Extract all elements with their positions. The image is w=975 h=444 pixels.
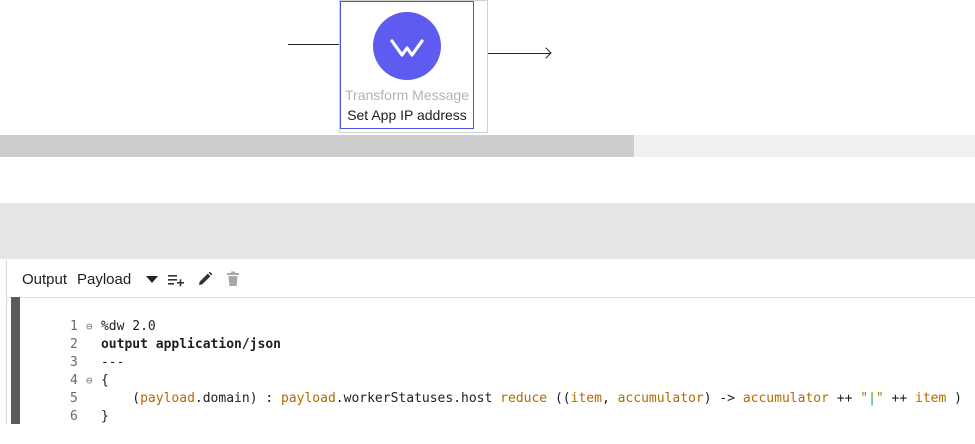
line-number: 4 <box>69 373 78 388</box>
line-number: 5 <box>69 391 78 406</box>
editor-gutter-marker <box>11 297 20 424</box>
fold-toggle-icon[interactable]: ⊖ <box>85 374 93 387</box>
flow-canvas[interactable]: Transform Message Set App IP address <box>0 0 975 135</box>
code-token: accumulator <box>742 391 829 406</box>
code-line: 4 ⊖ { <box>23 354 962 388</box>
add-list-icon[interactable] <box>167 270 185 288</box>
node-container <box>339 0 488 133</box>
panel-divider[interactable] <box>0 203 975 259</box>
outgoing-arrowhead <box>540 47 552 59</box>
code-token: accumulator <box>617 391 704 406</box>
code-token: item <box>570 391 602 406</box>
code-line: 6} <box>23 390 962 424</box>
code-token: | <box>868 391 876 406</box>
node-type-label: Transform Message <box>345 87 469 103</box>
line-number: 2 <box>69 337 78 352</box>
output-label: Output <box>22 271 68 288</box>
code-token: ) -> <box>703 391 743 406</box>
line-number: 3 <box>69 355 78 370</box>
edit-pencil-icon[interactable] <box>196 270 214 288</box>
code-token: " <box>875 391 884 406</box>
fold-toggle-icon[interactable]: ⊖ <box>85 320 93 333</box>
code-text: } <box>100 409 109 424</box>
code-token: ) <box>946 391 962 406</box>
code-line: 2 output application/json <box>23 318 962 352</box>
outgoing-connector <box>488 53 550 54</box>
code-token: ++ <box>828 391 861 406</box>
scrollbar-thumb[interactable] <box>0 135 634 157</box>
code-token: payload <box>140 391 195 406</box>
line-number: 6 <box>69 409 78 424</box>
code-token: (( <box>547 391 571 406</box>
code-token: item <box>915 391 947 406</box>
incoming-connector <box>288 44 364 45</box>
code-line: 5 (payload.domain) : payload.workerStatu… <box>23 372 962 406</box>
line-number: 1 <box>69 319 78 334</box>
code-token: payload <box>281 391 336 406</box>
code-line: 1 ⊖ %dw 2.0 <box>23 300 962 334</box>
code-text: %dw 2.0 <box>100 319 156 334</box>
code-token: .domain) : <box>194 391 281 406</box>
code-token: " <box>860 391 869 406</box>
code-line: 3 --- <box>23 336 962 370</box>
code-token: , <box>601 391 618 406</box>
output-target-select[interactable]: Payload <box>77 271 132 288</box>
canvas-horizontal-scrollbar[interactable] <box>0 135 975 157</box>
dataweave-icon <box>373 12 441 80</box>
code-text: output application/json <box>100 337 281 352</box>
code-token: .workerStatuses.host <box>335 391 501 406</box>
code-token: ++ <box>883 391 916 406</box>
delete-trash-icon[interactable] <box>224 270 242 288</box>
code-token: reduce <box>500 391 548 406</box>
code-text: --- <box>100 355 125 370</box>
editor-toolbar: Output Payload <box>7 260 975 298</box>
code-token: ( <box>100 391 141 406</box>
code-text: { <box>100 373 109 388</box>
node-name-label: Set App IP address <box>347 107 467 123</box>
transform-message-node[interactable]: Transform Message Set App IP address <box>340 1 474 129</box>
dropdown-caret-icon[interactable] <box>146 276 158 283</box>
dataweave-editor-panel: Output Payload <box>6 260 975 424</box>
